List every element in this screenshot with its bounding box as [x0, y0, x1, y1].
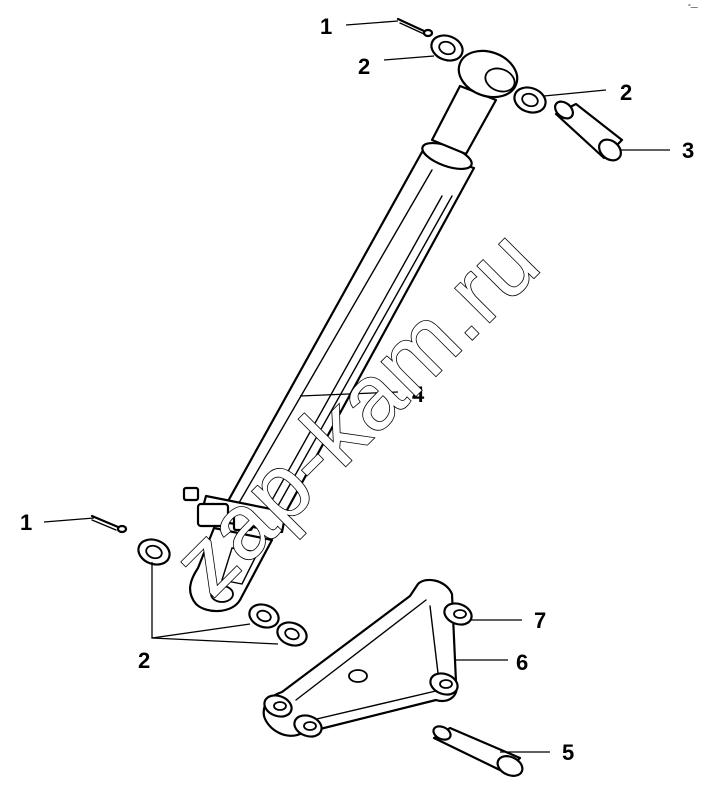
- rod-eye-bore: [484, 67, 516, 93]
- leader-washer-top-right: [543, 89, 607, 97]
- washer-top-left: [430, 34, 464, 62]
- cotter-pin-top: [396, 17, 434, 38]
- callout-bushing: 7: [534, 608, 546, 633]
- callout-washer-top-left: 2: [358, 54, 370, 79]
- callout-pin-top: 1: [320, 14, 332, 39]
- callout-hydraulic-cylinder: 4: [412, 382, 425, 407]
- washer-bottom-left: [137, 538, 171, 566]
- bushing-bottom: [293, 714, 323, 738]
- callout-pin-left: 1: [20, 510, 32, 535]
- bottom-eye-bore: [210, 585, 234, 603]
- leader-cylinder: [299, 391, 399, 397]
- cylinder-bottom-eye: [189, 526, 274, 613]
- leader-washer-top-left: [383, 55, 435, 61]
- bracket: [262, 578, 458, 737]
- hydraulic-cylinder: [182, 49, 519, 613]
- cotter-pin-left: [90, 514, 128, 534]
- bottom-eye-slot: [221, 547, 260, 585]
- callout-axle-pin-top: 3: [682, 138, 694, 163]
- cylinder-barrel-groove: [235, 169, 453, 521]
- leader-pin-top: [345, 20, 399, 26]
- clamp-fitting: [232, 510, 254, 532]
- washer-top-right: [513, 86, 547, 114]
- bushing-top: [443, 602, 473, 626]
- bushing-left: [263, 694, 293, 718]
- washer-bottom-right: [276, 621, 308, 647]
- callout-washer-top-right: 2: [620, 80, 632, 105]
- leader-pin-left: [43, 517, 95, 523]
- bracket-center-hole: [348, 669, 368, 683]
- callout-washers-bottom: 2: [138, 648, 150, 673]
- clamp-nut: [196, 502, 230, 528]
- bracket-plate: [262, 578, 458, 737]
- corner-mark: °—: [688, 3, 698, 11]
- callout-bracket: 6: [516, 650, 528, 675]
- washer-bottom-middle: [248, 603, 280, 629]
- clamp-bolt-head: [182, 486, 200, 502]
- axle-pin-bottom: [432, 725, 524, 777]
- callout-axle-pin-bottom: 5: [562, 740, 574, 765]
- axle-pin-top: [554, 100, 624, 162]
- bushing-right: [429, 672, 459, 696]
- leader-washers-bottom-2: [151, 637, 279, 645]
